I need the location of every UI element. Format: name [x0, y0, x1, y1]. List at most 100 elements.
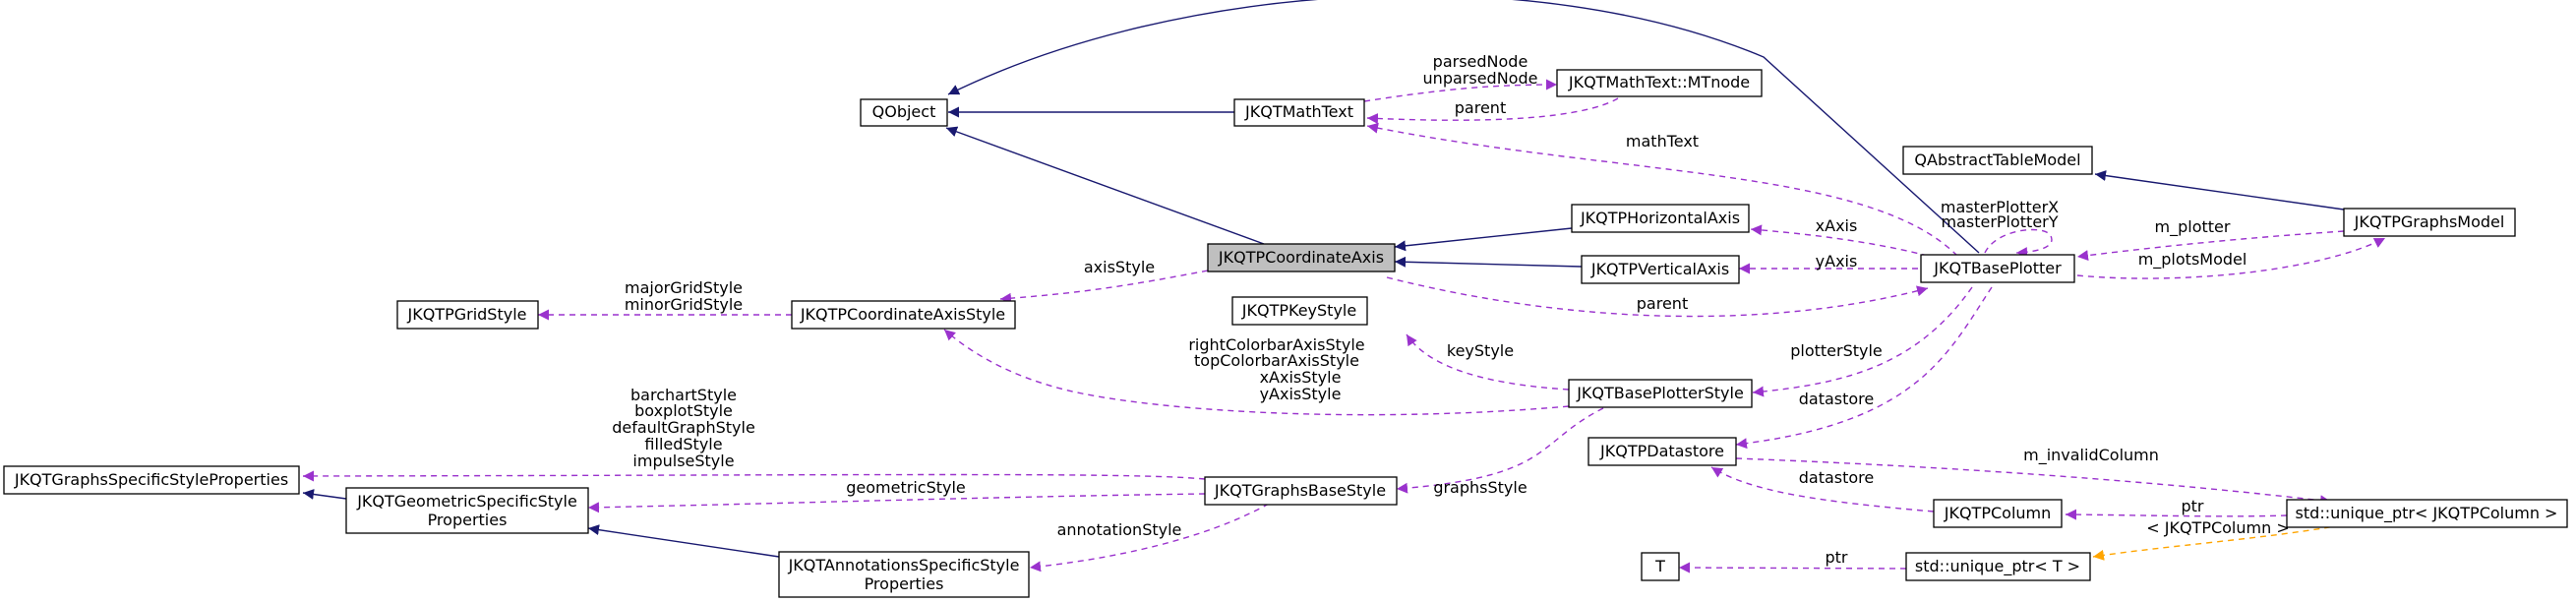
node-jkqtmathtext[interactable]: JKQTMathText [1233, 98, 1365, 127]
node-jkqtpcoordinateaxisstyle[interactable]: JKQTPCoordinateAxisStyle [791, 300, 1016, 330]
svg-text:JKQTPGraphsModel: JKQTPGraphsModel [2354, 212, 2505, 231]
svg-text:JKQTMathText: JKQTMathText [1244, 102, 1353, 121]
svg-text:JKQTPGridStyle: JKQTPGridStyle [407, 305, 527, 324]
edge-baseplotterstyle-axisstyles [943, 329, 1570, 416]
node-jkqtgraphsspecificstyleproperties[interactable]: JKQTGraphsSpecificStyleProperties [3, 465, 300, 495]
label-geometricstyle: geometricStyle [846, 478, 966, 497]
node-jkqtpkeystyle[interactable]: JKQTPKeyStyle [1231, 296, 1368, 326]
edge-mtnode-parent-mathtext [1366, 97, 1619, 125]
edges-layer [302, 0, 2386, 573]
node-t[interactable]: T [1641, 552, 1680, 581]
label-rightcolorbaraxisstyle: rightColorbarAxisStyle [1188, 335, 1364, 354]
edge-baseplotter-master-self [1984, 228, 2053, 259]
edge-graphsbase-specificstyles [302, 470, 1206, 482]
edge-baseplotter-mathtext [1366, 122, 1958, 257]
label-parent-mathtext: parent [1455, 98, 1506, 117]
label-keystyle: keyStyle [1447, 341, 1514, 360]
label-minorgridstyle: minorGridStyle [625, 295, 743, 314]
svg-text:JKQTGraphsBaseStyle: JKQTGraphsBaseStyle [1214, 481, 1386, 500]
svg-text:T: T [1654, 557, 1665, 575]
svg-text:JKQTBasePlotter: JKQTBasePlotter [1933, 259, 2062, 277]
node-jkqtpverticalaxis[interactable]: JKQTPVerticalAxis [1581, 255, 1740, 284]
node-qabstracttablemodel[interactable]: QAbstractTableModel [1902, 146, 2093, 175]
edge-datastore-invalidcolumn [1735, 457, 2332, 507]
label-axisstyle: axisStyle [1084, 258, 1155, 276]
node-unique-ptr-jkqtpcolumn[interactable]: std::unique_ptr< JKQTPColumn > [2286, 499, 2568, 528]
label-graphsstyle: graphsStyle [1433, 478, 1527, 497]
edge-baseplotterstyle-graphsstyle [1396, 407, 1604, 494]
edge-coordaxis-axisstyle [999, 270, 1209, 304]
node-jkqtmathtext-mtnode[interactable]: JKQTMathText::MTnode [1556, 69, 1763, 97]
node-jkqtphorizontalaxis[interactable]: JKQTPHorizontalAxis [1571, 204, 1750, 233]
node-unique-ptr-t[interactable]: std::unique_ptr< T > [1905, 552, 2091, 581]
edge-graphsbase-geometricstyle [587, 493, 1206, 513]
svg-text:JKQTPDatastore: JKQTPDatastore [1599, 442, 1724, 460]
label-boxplotstyle: boxplotStyle [634, 401, 733, 420]
label-ptr-column: ptr [2181, 497, 2203, 515]
node-jkqtpgraphsmodel[interactable]: JKQTPGraphsModel [2343, 208, 2516, 237]
label-impulsestyle: impulseStyle [632, 452, 734, 470]
edge-baseplotter-plotterstyle [1752, 286, 1973, 397]
nodes-layer: QObject JKQTMathText JKQTMathText::MTnod… [3, 69, 2568, 598]
svg-text:JKQTAnnotationsSpecificStyle: JKQTAnnotationsSpecificStyle [788, 556, 1020, 574]
node-jkqtgraphsbasestyle[interactable]: JKQTGraphsBaseStyle [1204, 476, 1398, 506]
label-defaultgraphstyle: defaultGraphStyle [612, 418, 755, 437]
svg-text:JKQTGraphsSpecificStylePropert: JKQTGraphsSpecificStyleProperties [14, 470, 288, 489]
label-parent-plotter: parent [1637, 294, 1688, 313]
label-ptr-t: ptr [1825, 548, 1847, 567]
label-majorgridstyle: majorGridStyle [625, 278, 743, 297]
edge-coordaxis-parent-baseplotter [1386, 276, 1929, 318]
svg-text:QAbstractTableModel: QAbstractTableModel [1914, 151, 2080, 169]
node-jkqtannotationsspecificstyleproperties[interactable]: JKQTAnnotationsSpecificStyle Properties [778, 551, 1030, 598]
svg-text:JKQTMathText::MTnode: JKQTMathText::MTnode [1568, 73, 1750, 91]
node-jkqtpcolumn[interactable]: JKQTPColumn [1933, 499, 2063, 528]
svg-text:JKQTBasePlotterStyle: JKQTBasePlotterStyle [1576, 384, 1744, 402]
edge-baseplotter-m-plotsmodel [2076, 237, 2386, 279]
edge-geometric-inherits-graphsspecific [302, 489, 347, 500]
edge-graphsmodel-m-plotter [2076, 230, 2345, 262]
label-unparsednode: unparsedNode [1423, 69, 1538, 88]
edge-template-instance [2092, 524, 2342, 561]
svg-text:JKQTPKeyStyle: JKQTPKeyStyle [1241, 301, 1356, 320]
edge-graphsmodel-inherits-abstracttable [2094, 170, 2345, 211]
edge-coordaxis-inherits-qobject [945, 126, 1265, 245]
label-template-arg: < JKQTPColumn > [2146, 518, 2289, 537]
svg-text:JKQTPCoordinateAxisStyle: JKQTPCoordinateAxisStyle [800, 305, 1005, 324]
label-yaxisstyle: yAxisStyle [1260, 385, 1342, 403]
label-filledstyle: filledStyle [644, 435, 722, 453]
label-barchartstyle: barchartStyle [630, 386, 737, 404]
edge-annotations-inherits-geometric [587, 524, 780, 558]
svg-text:JKQTPCoordinateAxis: JKQTPCoordinateAxis [1218, 248, 1384, 267]
node-jkqtpgridstyle[interactable]: JKQTPGridStyle [396, 300, 539, 330]
label-plotterstyle: plotterStyle [1790, 341, 1883, 360]
edge-graphsbase-annotationstyle [1029, 503, 1270, 573]
label-masterplotterx: masterPlotterX [1941, 198, 2059, 216]
label-m-invalidcolumn: m_invalidColumn [2023, 446, 2159, 465]
label-masterplottery: masterPlotterY [1941, 212, 2058, 231]
edge-baseplotter-inherits-qobject [947, 0, 1980, 254]
label-annotationstyle: annotationStyle [1057, 520, 1182, 539]
node-jkqtgeometricspecificstyleproperties[interactable]: JKQTGeometricSpecificStyle Properties [345, 487, 589, 534]
node-jkqtpdatastore[interactable]: JKQTPDatastore [1588, 437, 1737, 466]
svg-text:JKQTPHorizontalAxis: JKQTPHorizontalAxis [1580, 209, 1740, 227]
label-xaxis: xAxis [1816, 216, 1858, 235]
edge-vertaxis-inherits-coordaxis [1394, 256, 1583, 268]
edge-baseplotter-datastore [1735, 286, 1993, 450]
node-qobject[interactable]: QObject [860, 98, 948, 127]
node-jkqtbaseplotterstyle[interactable]: JKQTBasePlotterStyle [1568, 379, 1753, 408]
edge-labels-layer: parsedNode unparsedNode parent mathText … [612, 52, 2290, 567]
svg-text:JKQTPVerticalAxis: JKQTPVerticalAxis [1590, 260, 1729, 278]
label-m-plotsmodel: m_plotsModel [2138, 250, 2247, 270]
svg-text:Properties: Properties [865, 574, 944, 593]
label-mathtext: mathText [1626, 132, 1699, 151]
svg-text:Properties: Properties [428, 511, 508, 529]
svg-text:std::unique_ptr< T >: std::unique_ptr< T > [1915, 557, 2080, 576]
node-jkqtbaseplotter[interactable]: JKQTBasePlotter [1920, 254, 2075, 283]
node-jkqtpcoordinateaxis[interactable]: JKQTPCoordinateAxis [1207, 243, 1396, 272]
label-datastore: datastore [1799, 390, 1875, 408]
label-datastore-column: datastore [1799, 468, 1875, 487]
edge-baseplotter-xaxis [1750, 224, 1929, 257]
edge-baseplotterstyle-keystyle [1406, 333, 1570, 391]
edge-uniqueptrt-ptr [1678, 562, 1907, 573]
